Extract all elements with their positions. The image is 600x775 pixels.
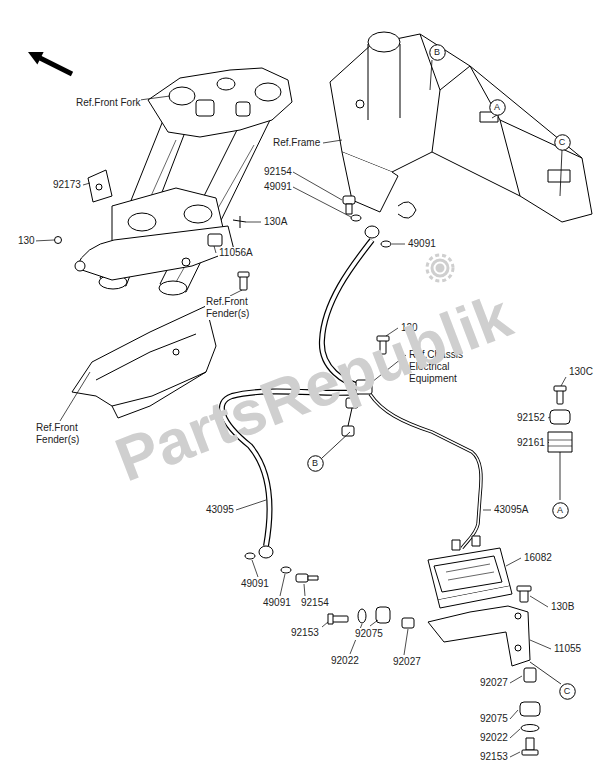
- callout-number: 16082: [523, 552, 553, 564]
- frame: [330, 32, 592, 222]
- callout-number: 92152: [516, 412, 546, 424]
- reference-circle: C: [559, 683, 576, 700]
- callout-number: 92173: [52, 179, 82, 191]
- reference-note: Ref.Front Fender(s): [35, 422, 91, 446]
- reference-note: Ref.Front Fork: [75, 97, 141, 109]
- callout-number: 11056A: [218, 247, 254, 259]
- callout-number: 92027: [479, 677, 509, 689]
- callout-number: 92022: [479, 732, 509, 744]
- abs-unit: [428, 536, 512, 608]
- reference-note: Ref.Frame: [272, 137, 321, 149]
- callout-number: 92022: [330, 655, 360, 667]
- callout-number: 92027: [392, 656, 422, 668]
- reference-circle: B: [307, 455, 324, 472]
- callout-number: 43095A: [493, 504, 529, 516]
- callout-number: 92153: [290, 627, 320, 639]
- reference-note: Ref.Front Fender(s): [205, 296, 261, 320]
- callout-number: 11055: [553, 643, 582, 655]
- callout-number: 92154: [300, 597, 330, 609]
- reference-circle: A: [552, 502, 569, 519]
- callout-number: 130B: [550, 601, 575, 613]
- reference-circle: B: [429, 44, 446, 61]
- reference-circle: C: [554, 134, 571, 151]
- leader-lines: [34, 96, 566, 757]
- reference-letter: B: [307, 458, 324, 468]
- callout-number: 92075: [354, 628, 384, 640]
- callout-number: 92161: [516, 437, 546, 449]
- callout-number: 92075: [479, 713, 509, 725]
- callout-number: 92153: [479, 751, 509, 763]
- reference-letter: C: [554, 137, 571, 147]
- callout-number: 49091: [407, 238, 437, 250]
- callout-number: 130C: [568, 366, 594, 378]
- callout-number: 49091: [240, 578, 270, 590]
- watermark-gear: [427, 255, 453, 281]
- reference-circle: A: [489, 99, 506, 116]
- callout-number: 49091: [263, 181, 293, 193]
- callout-number: 49091: [262, 597, 292, 609]
- callout-number: 130: [17, 235, 36, 247]
- abs-bracket: [428, 586, 561, 684]
- callout-number: 43095: [205, 504, 235, 516]
- reference-letter: B: [429, 47, 446, 57]
- callout-number: 92154: [263, 166, 293, 178]
- callout-number: 130A: [263, 216, 288, 228]
- grommets: [328, 607, 540, 755]
- reference-letter: A: [552, 505, 569, 515]
- reference-letter: A: [489, 102, 506, 112]
- front-fork: [55, 68, 293, 295]
- mount-parts: [322, 60, 572, 500]
- direction-arrow: [28, 52, 72, 74]
- reference-letter: C: [559, 686, 576, 696]
